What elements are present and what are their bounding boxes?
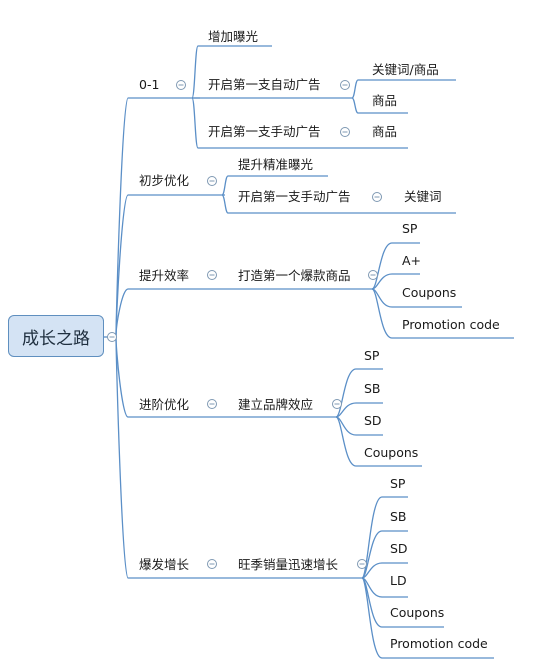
node-brand-effect[interactable]: 建立品牌效应 xyxy=(238,397,314,412)
node-peak-season[interactable]: 旺季销量迅速增长 xyxy=(238,557,339,572)
node-sp-5[interactable]: SP xyxy=(390,476,406,491)
node-sd-4[interactable]: SD xyxy=(364,413,382,428)
stage-label-advanced[interactable]: 进阶优化 xyxy=(139,397,190,412)
node-coupons-5[interactable]: Coupons xyxy=(390,605,445,620)
node-sb-4[interactable]: SB xyxy=(364,381,381,396)
node-sd-5[interactable]: SD xyxy=(390,541,408,556)
node-sp-3[interactable]: SP xyxy=(402,221,418,236)
node-auto-ad[interactable]: 开启第一支自动广告 xyxy=(208,77,321,92)
node-promotion-code-5[interactable]: Promotion code xyxy=(390,636,488,651)
node-sb-5[interactable]: SB xyxy=(390,509,407,524)
stage-label-0-1[interactable]: 0-1 xyxy=(139,77,160,92)
root-label: 成长之路 xyxy=(22,328,90,349)
node-keyword[interactable]: 关键词 xyxy=(404,189,442,204)
node-bestseller[interactable]: 打造第一个爆款商品 xyxy=(238,268,351,283)
node-promotion-code-3[interactable]: Promotion code xyxy=(402,317,500,332)
root-node[interactable] xyxy=(8,315,104,357)
stage-label-efficiency[interactable]: 提升效率 xyxy=(139,268,190,283)
stage-label-explosive-growth[interactable]: 爆发增长 xyxy=(139,557,190,572)
node-product-2[interactable]: 商品 xyxy=(372,124,398,139)
node-keyword-product[interactable]: 关键词/商品 xyxy=(372,62,439,77)
node-ld-5[interactable]: LD xyxy=(390,573,407,588)
node-coupons-4[interactable]: Coupons xyxy=(364,445,419,460)
node-product-1[interactable]: 商品 xyxy=(372,93,398,108)
node-coupons-3[interactable]: Coupons xyxy=(402,285,457,300)
node-manual-ad-1[interactable]: 开启第一支手动广告 xyxy=(208,124,321,139)
node-manual-ad-2[interactable]: 开启第一支手动广告 xyxy=(238,189,351,204)
node-aplus[interactable]: A+ xyxy=(402,253,422,268)
stage-label-initial-optimization[interactable]: 初步优化 xyxy=(139,173,190,188)
node-increase-exposure[interactable]: 增加曝光 xyxy=(208,29,259,44)
node-precise-exposure[interactable]: 提升精准曝光 xyxy=(238,157,314,172)
node-sp-4[interactable]: SP xyxy=(364,348,380,363)
